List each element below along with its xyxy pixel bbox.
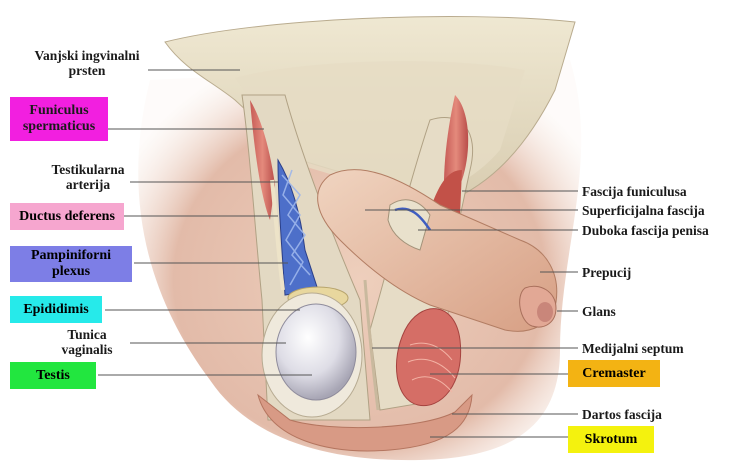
box-pampiniforni-plexus: Pampiniforni plexus	[10, 246, 132, 282]
label-superficijalna-fascija: Superficijalna fascija	[582, 203, 705, 218]
glans-tip	[537, 302, 553, 322]
testis-shape	[276, 304, 356, 400]
box-testis: Testis	[10, 362, 96, 389]
label-tunica-line1: Tunica	[42, 327, 132, 342]
label-fascija-funiculusa: Fascija funiculusa	[582, 184, 687, 199]
label-pampiniforni-line1: Pampiniforni	[31, 248, 111, 264]
label-vanjski-line2: prsten	[22, 63, 152, 78]
label-glans: Glans	[582, 304, 616, 319]
label-medijalni-septum: Medijalni septum	[582, 341, 684, 356]
label-tunica-line2: vaginalis	[42, 342, 132, 357]
box-ductus-deferens: Ductus deferens	[10, 203, 124, 230]
label-funiculus-line1: Funiculus	[23, 103, 95, 119]
label-epididimis: Epididimis	[23, 302, 88, 318]
label-vanjski-ingvinalni-prsten: Vanjski ingvinalni prsten	[22, 48, 152, 78]
label-prepucij: Prepucij	[582, 265, 631, 280]
label-testikularna-line2: arterija	[38, 177, 138, 192]
label-funiculus-line2: spermaticus	[23, 119, 95, 135]
label-dartos-fascija: Dartos fascija	[582, 407, 662, 422]
label-pampiniforni-line2: plexus	[31, 264, 111, 280]
label-duboka-fascija-penisa: Duboka fascija penisa	[582, 223, 709, 238]
label-ductus-deferens: Ductus deferens	[19, 209, 115, 225]
box-skrotum: Skrotum	[568, 426, 654, 453]
label-cremaster: Cremaster	[582, 366, 646, 382]
box-cremaster: Cremaster	[568, 360, 660, 387]
label-skrotum: Skrotum	[585, 432, 638, 448]
box-funiculus-spermaticus: Funiculus spermaticus	[10, 97, 108, 141]
box-epididimis: Epididimis	[10, 296, 102, 323]
label-testikularna-line1: Testikularna	[38, 162, 138, 177]
label-vanjski-line1: Vanjski ingvinalni	[22, 48, 152, 63]
label-testikularna-arterija: Testikularna arterija	[38, 162, 138, 192]
label-testis: Testis	[36, 368, 70, 384]
label-tunica-vaginalis: Tunica vaginalis	[42, 327, 132, 357]
